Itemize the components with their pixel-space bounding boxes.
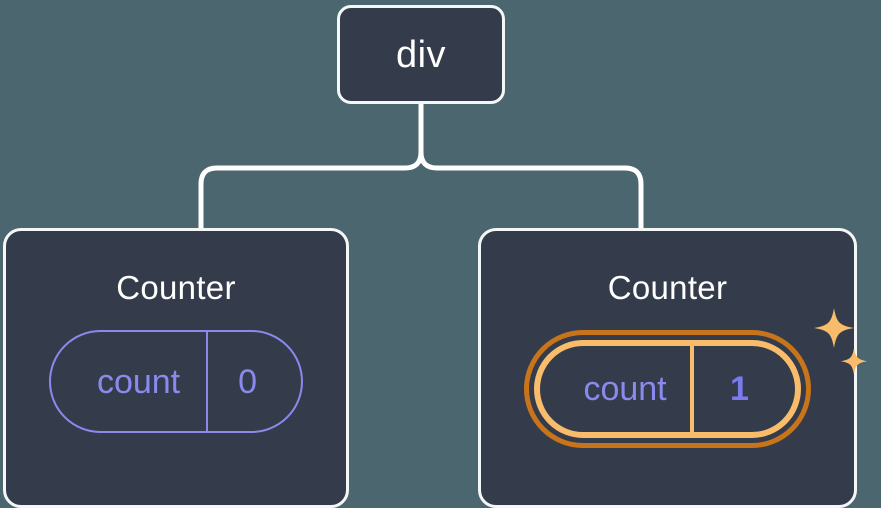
state-pill-highlighted[interactable]: count 1 [524, 330, 811, 448]
state-key-label: count [96, 362, 181, 401]
state-pill-wrapper-right: count 1 [524, 308, 867, 448]
state-pill-inner-ring: count 1 [534, 340, 801, 438]
node-counter-left[interactable]: Counter count 0 [3, 228, 349, 508]
connector-root-to-right [418, 101, 644, 231]
state-pill-wrapper-left: count 0 [48, 330, 304, 433]
connector-root-to-left [198, 101, 424, 231]
node-root-div[interactable]: div [337, 5, 505, 104]
node-counter-right[interactable]: Counter count 1 [478, 228, 867, 508]
state-key-label: count [583, 370, 667, 408]
state-pill[interactable]: count 0 [48, 330, 304, 433]
state-value-label: 1 [690, 346, 795, 432]
sparkle-icon [813, 308, 854, 348]
component-title: Counter [607, 269, 728, 306]
connector-lines [198, 101, 644, 231]
root-node-label: div [395, 33, 447, 76]
diagram-canvas: div Counter count 0 Counter count 1 [3, 5, 867, 508]
state-value-label: 0 [206, 332, 301, 431]
component-title: Counter [116, 269, 236, 306]
